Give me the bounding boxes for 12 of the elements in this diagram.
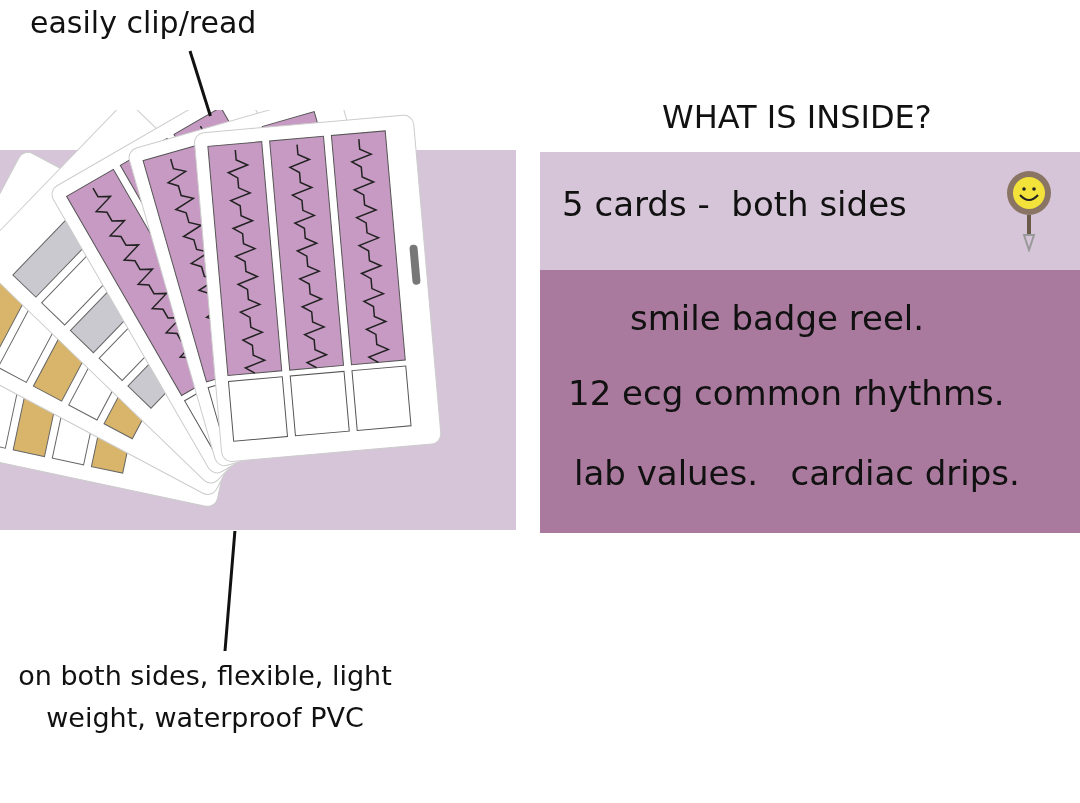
feature-text: 12 ecg common rhythms. <box>568 373 1005 413</box>
callout-text: on both sides, flexible, light weight, waterproof PVC <box>15 655 395 739</box>
callout-text: easily clip/read <box>30 0 310 47</box>
feature-panel <box>540 270 1080 533</box>
leader-line <box>223 530 237 652</box>
header-panel <box>540 152 1080 270</box>
feature-text: lab values. cardiac drips. <box>574 453 1020 493</box>
feature-text: smile badge reel. <box>630 298 925 338</box>
leader-line <box>188 50 212 117</box>
id-cards-drawing <box>0 110 516 530</box>
panel-heading: 5 cards - both sides <box>562 184 907 224</box>
heading: WHAT IS INSIDE? <box>662 98 932 136</box>
